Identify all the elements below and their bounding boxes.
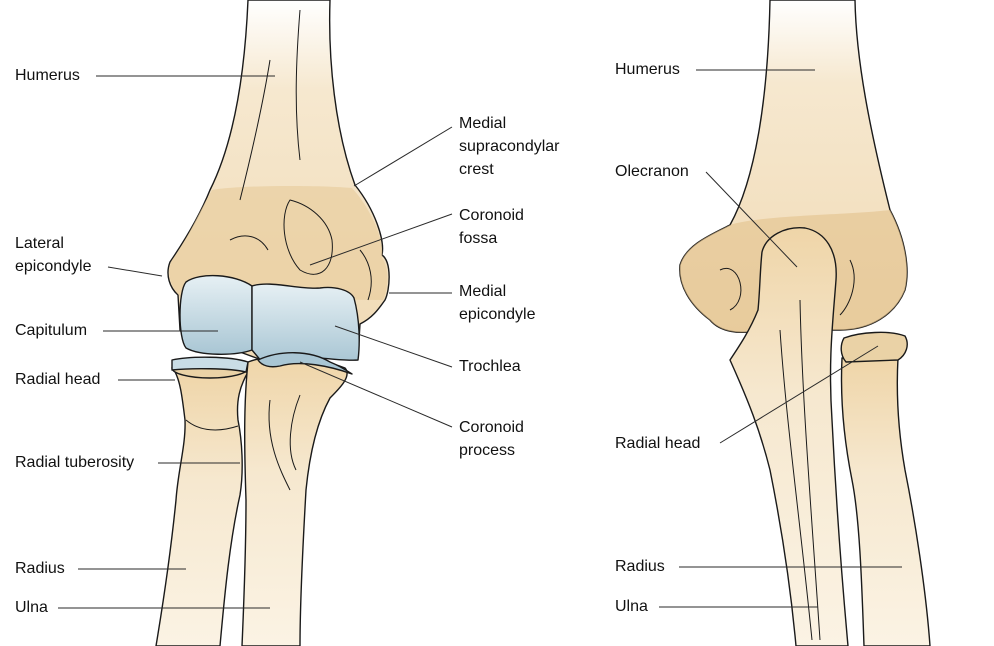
- label-radial-tuberosity: Radial tuberosity: [15, 454, 135, 471]
- anterior-trochlea: [251, 283, 360, 363]
- label-lateral-radial-head: Radial head: [615, 435, 701, 452]
- anterior-ulna: [241, 355, 348, 646]
- lateral-radial-head: [840, 331, 908, 363]
- label-lateral-radius: Radius: [615, 558, 665, 575]
- leader-trochlea: [334, 325, 453, 368]
- leader-olecranon: [705, 171, 798, 268]
- lateral-radius: [840, 357, 931, 646]
- leader-lateral-epicondyle: [107, 266, 163, 277]
- anterior-humerus-shading: [169, 185, 388, 300]
- leader-lateral-radial-head: [719, 345, 879, 444]
- label-lateral-ulna: Ulna: [615, 598, 648, 615]
- label-trochlea: Trochlea: [459, 358, 521, 375]
- anterior-view: [155, 0, 390, 646]
- leader-lines: [58, 69, 902, 609]
- leader-medial-supracondylar-crest: [353, 126, 453, 187]
- label-anterior-ulna: Ulna: [15, 599, 48, 616]
- label-coronoid-fossa: Coronoid fossa: [459, 207, 524, 247]
- anterior-coronoid-cartilage: [257, 352, 353, 375]
- label-anterior-humerus: Humerus: [15, 67, 80, 84]
- label-medial-epicondyle: Medial epicondyle: [459, 283, 536, 323]
- leader-coronoid-process: [299, 361, 453, 428]
- lateral-view: [679, 0, 931, 646]
- label-olecranon: Olecranon: [615, 163, 689, 180]
- label-medial-supracondylar-crest: Medial supracondylar crest: [459, 115, 560, 178]
- leader-coronoid-fossa: [309, 213, 453, 266]
- label-anterior-radius: Radius: [15, 560, 65, 577]
- label-coronoid-process: Coronoid process: [459, 419, 524, 459]
- label-capitulum: Capitulum: [15, 322, 88, 339]
- anterior-capitulum: [179, 274, 253, 355]
- label-lateral-epicondyle: Lateral epicondyle: [15, 235, 92, 275]
- label-anterior-radial-head: Radial head: [15, 371, 101, 388]
- lateral-ulna: [729, 227, 849, 646]
- anterior-radius: [155, 369, 249, 646]
- label-lateral-humerus: Humerus: [615, 61, 680, 78]
- anterior-radial-cartilage: [171, 356, 249, 373]
